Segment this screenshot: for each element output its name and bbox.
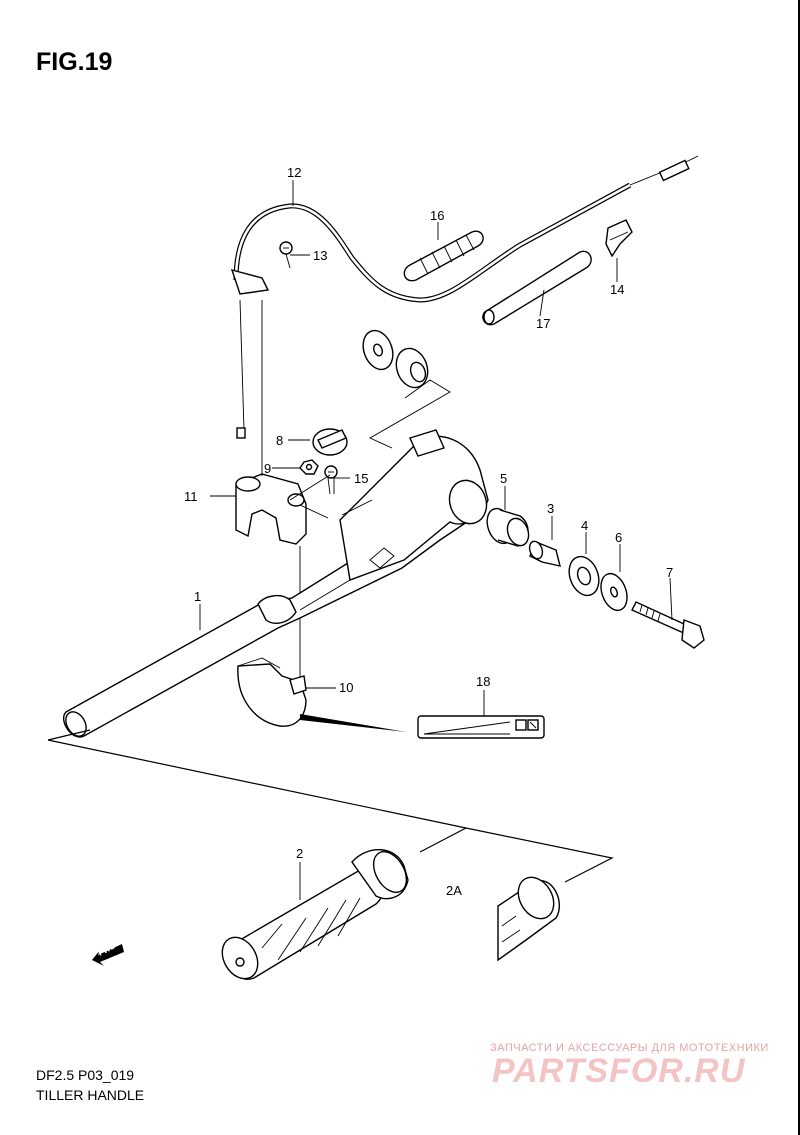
handle-clamp-lower-10[interactable] (237, 657, 307, 727)
cable-clip-14[interactable] (605, 219, 633, 258)
nut-9[interactable] (299, 459, 319, 475)
callout-9: 9 (264, 461, 271, 476)
callout-12: 12 (287, 165, 301, 180)
callout-15: 15 (354, 471, 368, 486)
watermark-logo: PARTSFOR.RU (492, 1052, 746, 1090)
callout-11: 11 (184, 489, 198, 504)
washer-6[interactable] (596, 570, 632, 614)
callout-17: 17 (536, 316, 550, 331)
callout-13: 13 (313, 248, 327, 263)
throttle-cable[interactable] (230, 155, 699, 439)
callout-14: 14 (610, 282, 624, 297)
figure-title: FIG.19 (36, 48, 113, 76)
callout-1: 1 (194, 589, 201, 604)
callout-2: 2 (296, 846, 303, 861)
callout-6: 6 (615, 530, 622, 545)
washer-4[interactable] (564, 552, 604, 599)
callout-10: 10 (339, 680, 353, 695)
watermark-tagline: ЗАПЧАСТИ И АКСЕССУАРЫ ДЛЯ МОТОТЕХНИКИ (490, 1042, 769, 1054)
callout-2a: 2A (446, 883, 462, 898)
diagram-subtitle: TILLER HANDLE (36, 1087, 145, 1103)
screw-15[interactable] (324, 465, 338, 495)
grip-sleeve-16[interactable] (403, 230, 484, 282)
collar-3[interactable] (527, 539, 561, 567)
forward-direction-marker: FWD (92, 941, 124, 966)
friction-knob-8[interactable] (312, 428, 348, 456)
callout-16: 16 (430, 208, 444, 223)
leader-lines (199, 180, 673, 900)
bolt-7[interactable] (631, 601, 705, 649)
bushing-5[interactable] (483, 505, 533, 549)
handle-clamp-upper-11[interactable] (235, 473, 307, 545)
screw-13[interactable] (279, 241, 293, 269)
upper-bushing[interactable] (391, 344, 433, 392)
tiller-arm-1[interactable] (62, 429, 493, 740)
callout-3: 3 (547, 501, 554, 516)
throttle-grip-2a[interactable] (497, 871, 561, 962)
callout-4: 4 (581, 518, 588, 533)
warning-decal-18[interactable] (300, 714, 545, 739)
callout-8: 8 (276, 433, 283, 448)
callout-5: 5 (500, 471, 507, 486)
diagram-code: DF2.5 P03_019 (36, 1067, 135, 1083)
callout-18: 18 (476, 674, 490, 689)
throttle-grip-2[interactable] (215, 846, 413, 985)
upper-washer[interactable] (358, 326, 398, 373)
tube-17[interactable] (482, 250, 592, 326)
callout-7: 7 (666, 565, 673, 580)
